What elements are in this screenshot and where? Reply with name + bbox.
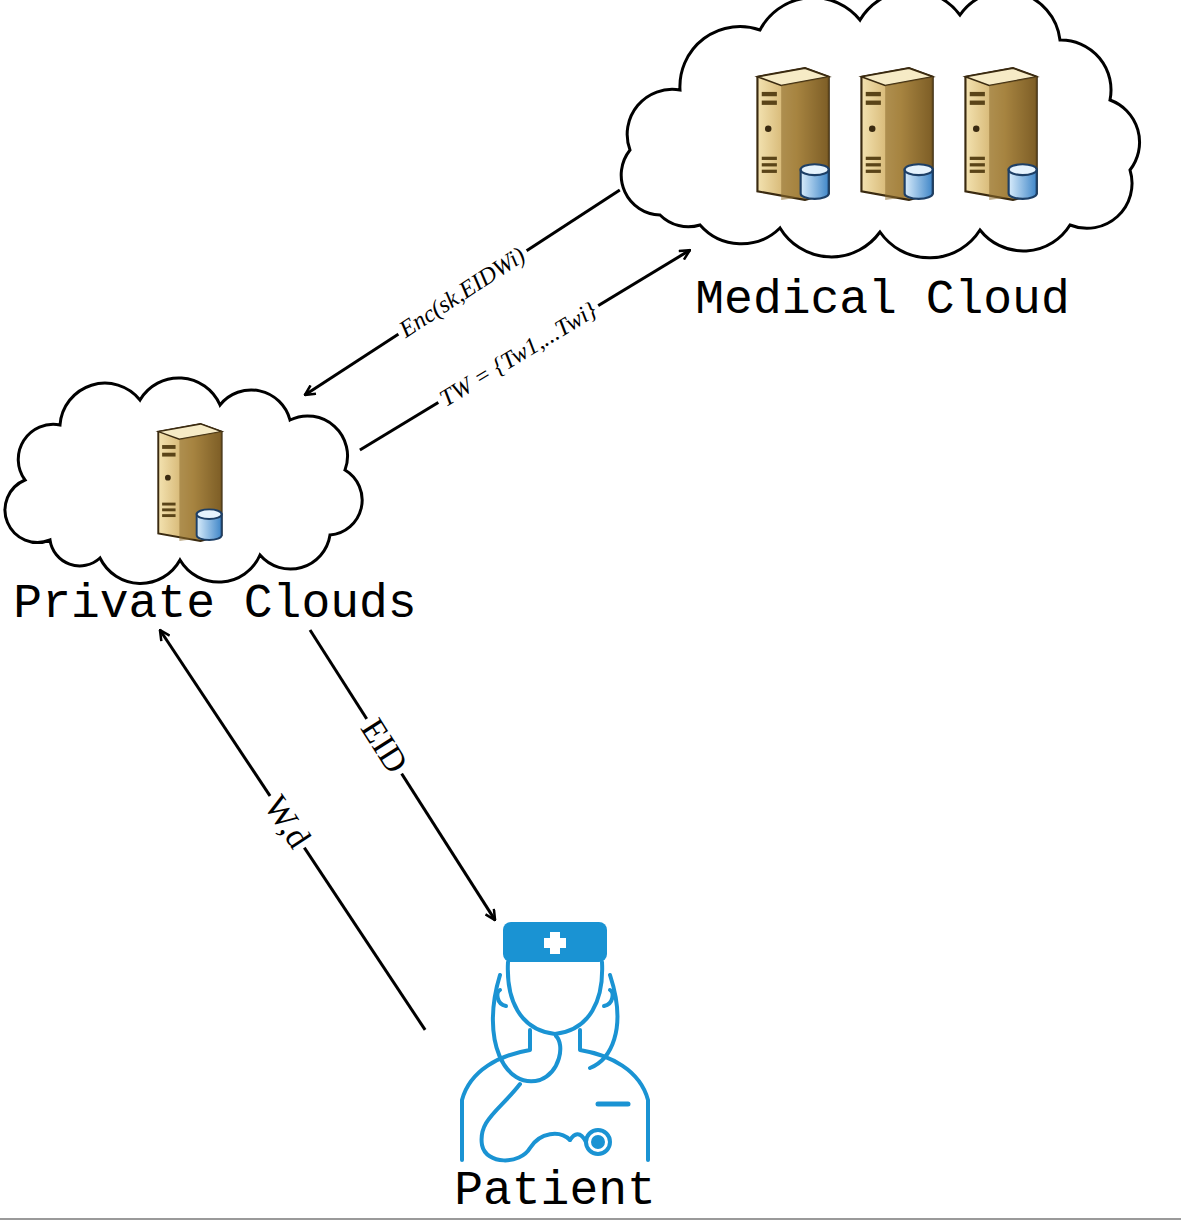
node-label: Medical Cloud (615, 276, 1150, 324)
server-icon (757, 68, 828, 200)
node-label: Patient (420, 1167, 690, 1215)
patient-icon (462, 922, 648, 1160)
arrow-connector (310, 630, 495, 920)
cloud-outline (5, 378, 362, 583)
edge-label: TW = {Tw1,...Twi} (432, 294, 606, 414)
cloud-outline (621, 0, 1139, 258)
server-icon (861, 68, 932, 200)
arrow-connector (360, 250, 690, 450)
bottom-rule (0, 1218, 1181, 1220)
edge-label: EID (351, 709, 418, 784)
node-label: Private Clouds (0, 580, 430, 628)
patient-node: Patient (420, 915, 690, 1215)
cloud-node: Medical Cloud (615, 0, 1150, 330)
server-icon (158, 424, 221, 541)
server-icon (965, 68, 1036, 200)
arrow-connector (305, 190, 620, 395)
edge-label: Enc(sk,EIDWi) (391, 240, 534, 346)
arrow-connector (160, 630, 425, 1030)
cloud-node: Private Clouds (0, 390, 430, 630)
edge-label: W,d (254, 785, 320, 858)
